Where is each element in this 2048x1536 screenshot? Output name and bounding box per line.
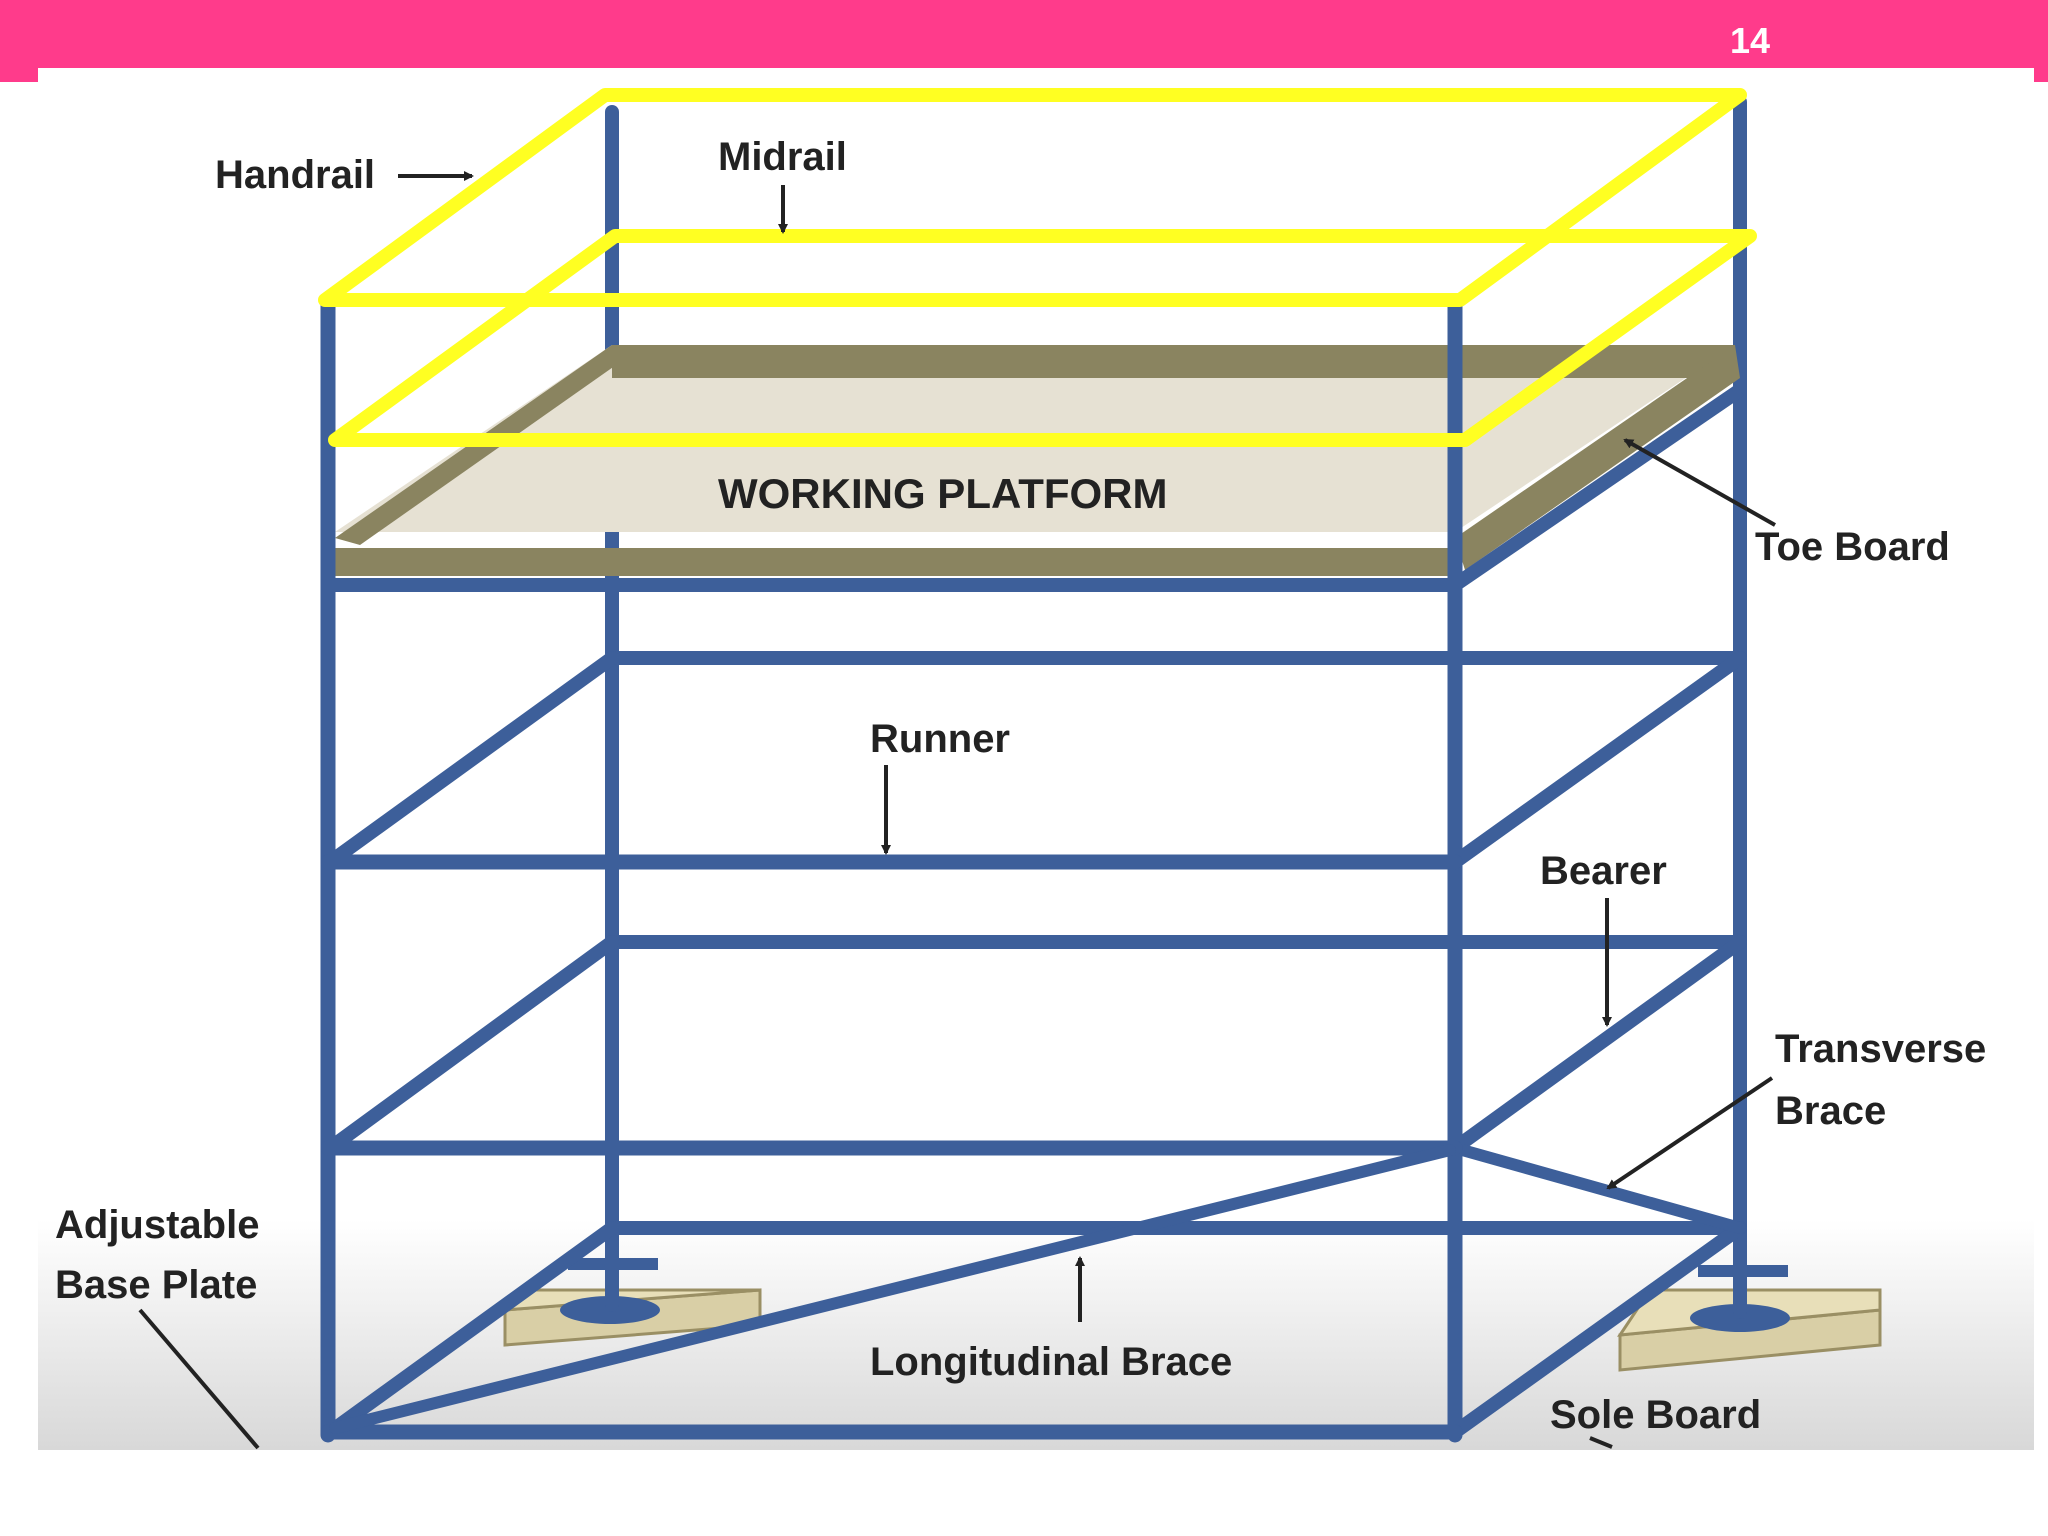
header-right-tab bbox=[2034, 68, 2048, 82]
sole-board-pointer bbox=[1589, 1436, 1613, 1449]
page-number: 14 bbox=[1730, 20, 1771, 61]
label-transverse-brace-line2: Brace bbox=[1775, 1089, 1886, 1133]
scaffold-bearers bbox=[323, 651, 1747, 1439]
toe-board-arrow bbox=[1623, 438, 1776, 527]
scaffold-front-frame bbox=[320, 297, 1463, 1443]
transverse-brace-arrow bbox=[1606, 1076, 1774, 1190]
adjustable-base-plate-pointer bbox=[138, 1308, 260, 1450]
slide-header-bar bbox=[0, 0, 2048, 68]
scaffold-back-frame bbox=[605, 95, 1747, 1319]
label-sole-board: Sole Board bbox=[1550, 1393, 1761, 1437]
label-runner: Runner bbox=[870, 717, 1010, 761]
transverse-brace bbox=[1449, 1142, 1746, 1234]
header-left-tab bbox=[0, 68, 38, 82]
label-transverse-brace-line1: Transverse bbox=[1775, 1027, 1986, 1071]
working-platform bbox=[335, 345, 1744, 592]
label-adjustable-base-plate-line1: Adjustable bbox=[55, 1203, 259, 1247]
label-adjustable-base-plate-line2: Base Plate bbox=[55, 1263, 257, 1307]
label-bearer: Bearer bbox=[1540, 849, 1667, 893]
label-midrail: Midrail bbox=[718, 135, 847, 179]
label-toe-board: Toe Board bbox=[1755, 525, 1950, 569]
midrail-frame bbox=[328, 229, 1757, 447]
label-longitudinal-brace: Longitudinal Brace bbox=[870, 1340, 1232, 1384]
longitudinal-brace bbox=[329, 1144, 1456, 1434]
label-handrail: Handrail bbox=[215, 153, 375, 197]
handrail-frame bbox=[318, 88, 1747, 307]
label-working-platform: WORKING PLATFORM bbox=[718, 470, 1168, 517]
